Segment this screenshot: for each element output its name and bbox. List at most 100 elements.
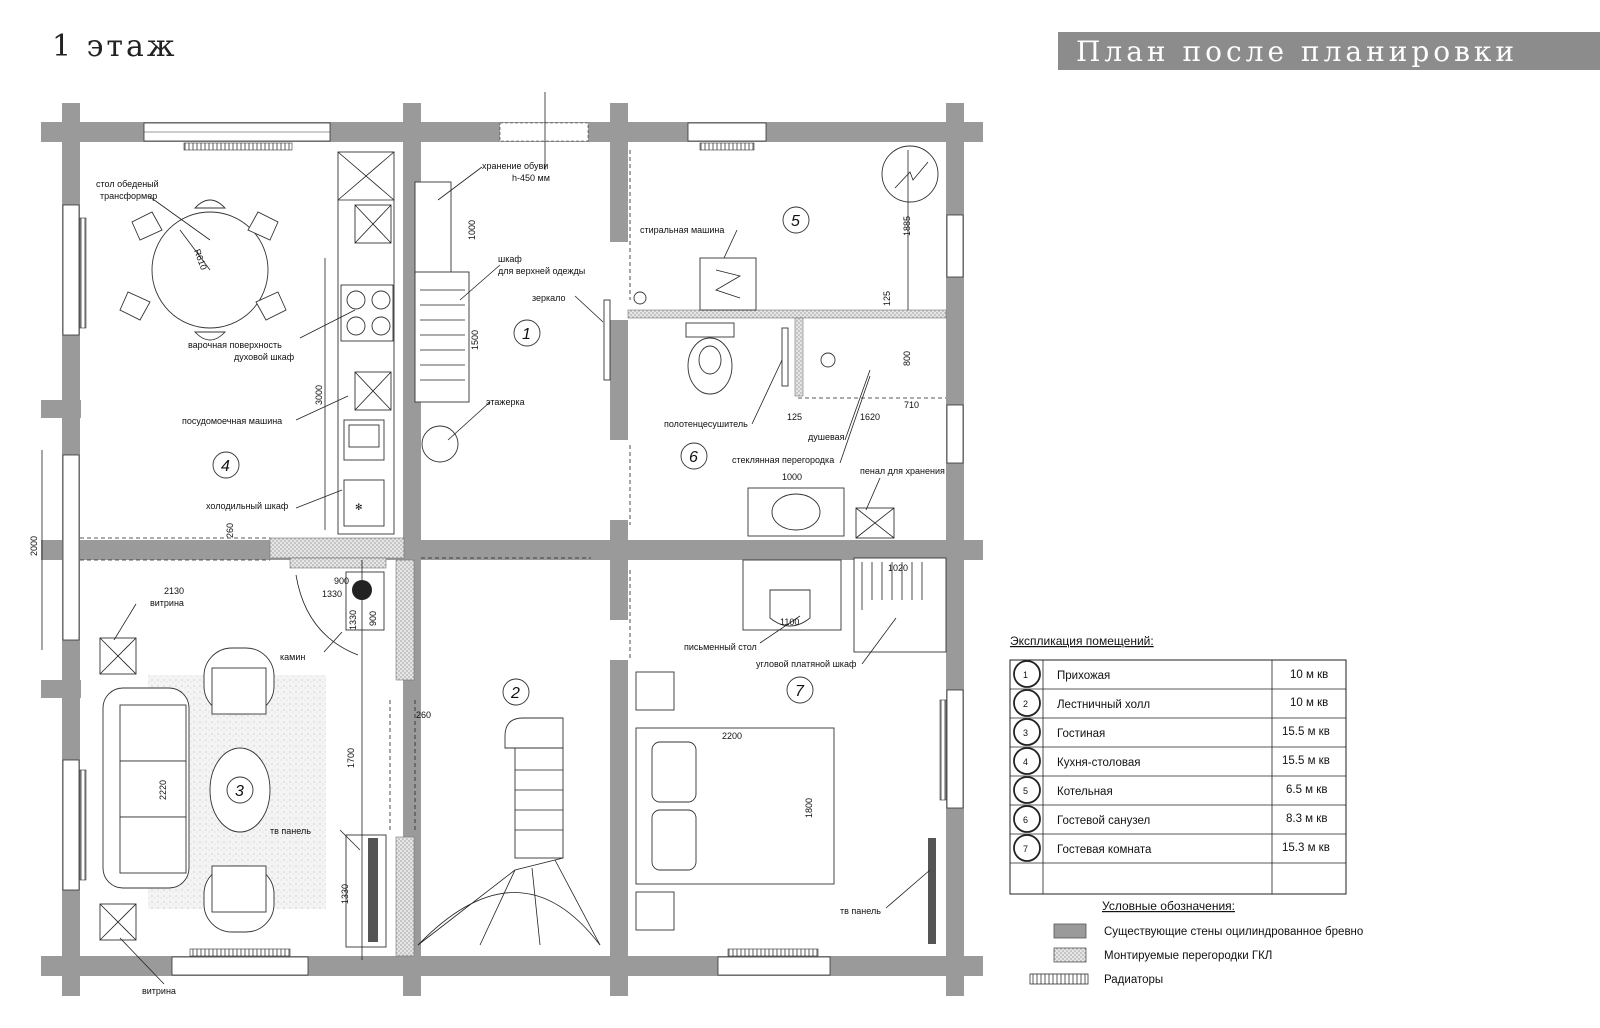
legend-swatch-partitions (1053, 947, 1087, 963)
room-number-5: 5 (791, 213, 800, 230)
label-towel: полотенцесушитель (664, 419, 748, 429)
label-mirror: зеркало (532, 293, 566, 303)
dim-1000-shoes: 1000 (467, 220, 477, 240)
dim-1330-c: 1330 (340, 884, 350, 904)
room-number-1: 1 (522, 326, 531, 343)
dim-125-a: 125 (882, 291, 892, 306)
dim-900-b: 900 (368, 611, 378, 626)
explication: Экспликация помещений: 1 Прихожая 10 м к… (1009, 634, 1347, 895)
dimensions: 1000 1500 3000 2000 260 2130 900 1330 13… (29, 216, 919, 904)
dim-800: 800 (902, 351, 912, 366)
legend-radiators: Радиаторы (1104, 974, 1163, 986)
windows (62, 122, 964, 976)
partitions (269, 309, 947, 957)
guest-room-furniture (635, 557, 947, 944)
boiler-room-furniture (633, 145, 939, 311)
explication-num-5: 5 (1023, 786, 1028, 796)
dim-710: 710 (904, 400, 919, 410)
explication-num-3: 3 (1023, 728, 1028, 738)
explication-name-3: Гостиная (1057, 728, 1105, 740)
explication-name-2: Лестничный холл (1057, 699, 1150, 711)
door-lines (80, 92, 631, 830)
explication-name-5: Котельная (1057, 786, 1113, 798)
explication-num-2: 2 (1023, 699, 1028, 709)
interior-walls (403, 122, 946, 976)
dim-1500: 1500 (470, 330, 480, 350)
explication-num-7: 7 (1023, 844, 1028, 854)
dim-2220: 2220 (158, 780, 168, 800)
explication-area-3: 15.5 м кв (1282, 726, 1330, 738)
room-number-7: 7 (795, 683, 805, 700)
page-title: 1 этаж (52, 29, 178, 64)
label-fridge: холодильный шкаф (206, 501, 289, 511)
legend-swatch-radiators (1029, 973, 1089, 985)
label-shelf: этажерка (486, 397, 525, 407)
plan-labels: стол обеденый трансформер R610 варочная … (96, 161, 945, 996)
legend-swatch-walls (1053, 923, 1087, 939)
explication-name-1: Прихожая (1057, 670, 1110, 682)
legend-walls: Существующие стены оцилиндрованное бревн… (1104, 926, 1363, 938)
legend-partitions: Монтируемые перегородки ГКЛ (1104, 950, 1272, 962)
explication-title: Экспликация помещений: (1010, 634, 1154, 648)
dim-1020: 1020 (888, 563, 908, 573)
dim-1100: 1100 (780, 617, 799, 627)
label-dishwasher: посудомоечная машина (182, 416, 282, 426)
dim-1800: 1800 (804, 798, 814, 818)
room-number-2: 2 (510, 685, 520, 702)
label-tv-2: тв панель (840, 906, 881, 916)
label-washer: стиральная машина (640, 225, 724, 235)
legend-title: Условные обозначения: (1102, 899, 1235, 913)
dim-1885: 1885 (902, 216, 912, 236)
entry-furniture (414, 181, 611, 463)
room-number-4: 4 (221, 458, 230, 475)
label-vitrina-2: витрина (142, 986, 176, 996)
explication-area-2: 10 м кв (1290, 697, 1328, 709)
dim-1330-a: 1330 (322, 589, 342, 599)
bathroom-furniture (685, 322, 946, 539)
explication-name-6: Гостевой санузел (1057, 815, 1150, 827)
leader-lines (113, 166, 931, 985)
dim-2130: 2130 (164, 586, 184, 596)
explication-name-7: Гостевая комната (1057, 844, 1152, 856)
label-cabinet: пенал для хранения (860, 466, 945, 476)
explication-num-4: 4 (1023, 757, 1028, 767)
label-shoes-2: h-450 мм (512, 173, 550, 183)
banner (1058, 32, 1600, 70)
dim-3000: 3000 (314, 385, 324, 405)
dim-2200: 2200 (722, 731, 742, 741)
explication-num-6: 6 (1023, 815, 1028, 825)
explication-area-4: 15.5 м кв (1282, 755, 1330, 767)
label-shower: душевая (808, 432, 845, 442)
explication-name-4: Кухня-столовая (1057, 757, 1140, 769)
legend: Условные обозначения: Существующие стены… (1029, 899, 1363, 986)
dim-1620: 1620 (860, 412, 880, 422)
dim-125-b: 125 (787, 412, 802, 422)
label-desk: письменный стол (684, 642, 757, 652)
label-wardrobe-1: шкаф (498, 254, 522, 264)
explication-num-1: 1 (1023, 670, 1028, 680)
room-number-6: 6 (689, 449, 698, 466)
banner-title: План после планировки (1076, 35, 1518, 68)
radiators (79, 142, 947, 957)
svg-text:✻: ✻ (355, 502, 363, 512)
explication-area-7: 15.3 м кв (1282, 842, 1330, 854)
staircase (417, 717, 601, 946)
dim-260-b: 260 (416, 710, 431, 720)
dim-900-a: 900 (334, 576, 349, 586)
label-table-2: трансформер (100, 191, 157, 201)
label-wardrobe-2: для верхней одежды (498, 266, 585, 276)
label-tv-1: тв панель (270, 826, 311, 836)
explication-area-6: 8.3 м кв (1286, 813, 1327, 825)
dim-1330-b: 1330 (348, 610, 358, 630)
kitchen-furniture: ✻ (41, 151, 395, 650)
dim-2000: 2000 (29, 536, 39, 556)
dim-1000-sink: 1000 (782, 472, 802, 482)
label-hob-2: духовой шкаф (234, 352, 295, 362)
label-corner-wardrobe: угловой платяной шкаф (756, 659, 857, 669)
label-table-1: стол обеденый (96, 179, 159, 189)
explication-area-1: 10 м кв (1290, 669, 1328, 681)
label-fireplace: камин (280, 652, 305, 662)
label-shoes-1: хранение обуви (482, 161, 548, 171)
room-numbers: 1 2 3 4 5 6 7 (212, 206, 814, 804)
